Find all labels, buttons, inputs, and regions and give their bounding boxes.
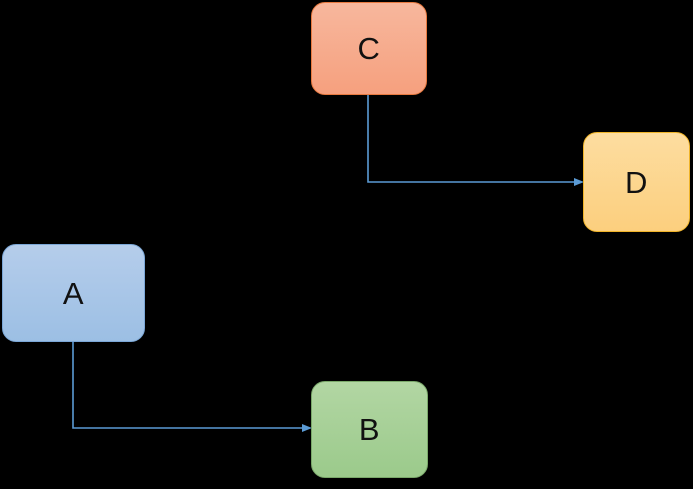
edge-a-to-b[interactable] — [72, 342, 312, 432]
node-b-label: B — [358, 412, 381, 447]
node-d-label: D — [625, 164, 648, 200]
node-a-label: A — [62, 275, 85, 311]
edge-c-to-d-path[interactable] — [367, 95, 584, 186]
edge-a-to-b-path[interactable] — [72, 342, 312, 432]
node-b[interactable]: B — [311, 381, 428, 478]
edge-c-to-d[interactable] — [367, 95, 584, 186]
node-a[interactable]: A — [2, 244, 145, 342]
node-c[interactable]: C — [311, 2, 427, 95]
node-d[interactable]: D — [583, 132, 690, 232]
node-c-label: C — [357, 31, 381, 66]
